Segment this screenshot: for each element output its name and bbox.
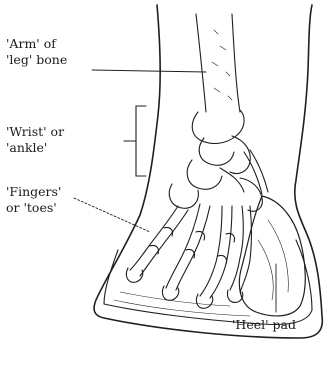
leg-bone (196, 14, 240, 112)
ankle-tendon (244, 150, 268, 194)
heel-pad-label: 'Heel' pad (232, 317, 296, 333)
fingers-label-line-1: 'Fingers' (6, 184, 61, 200)
sole-shading (114, 292, 250, 316)
fingers-toes-label: 'Fingers' or 'toes' (6, 184, 61, 216)
wrist-label-line-1: 'Wrist' or (6, 124, 64, 140)
arm-leg-bone-label: 'Arm' of 'leg' bone (6, 36, 67, 68)
arm-label-line-1: 'Arm' of (6, 36, 67, 52)
leg-bone-shading (212, 30, 232, 100)
arm-leader-line (92, 70, 206, 72)
toe-bones (126, 204, 251, 308)
wrist-bracket (124, 106, 146, 176)
ankle-bones (169, 110, 262, 211)
fingers-label-line-2: or 'toes' (6, 200, 61, 216)
fingers-leader-line (74, 198, 150, 232)
heel-pad-shading (258, 220, 288, 300)
arm-label-line-2: 'leg' bone (6, 52, 67, 68)
wrist-label-line-2: 'ankle' (6, 140, 64, 156)
wrist-ankle-label: 'Wrist' or 'ankle' (6, 124, 64, 156)
